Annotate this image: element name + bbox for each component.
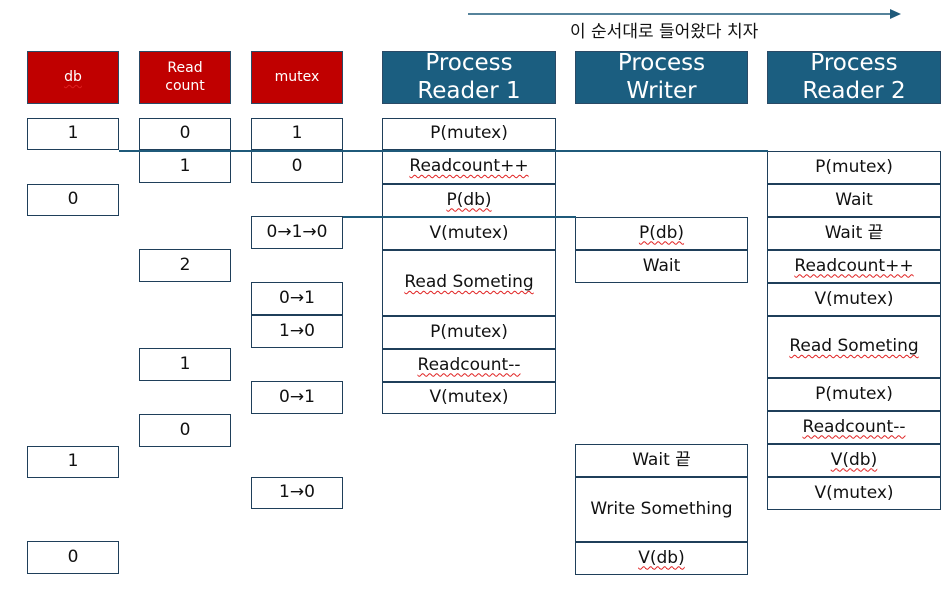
reader2-step: Readcount--	[767, 411, 941, 444]
writer-step: Wait 끝	[575, 444, 748, 477]
mutex-value: 0→1→0	[251, 216, 343, 249]
db-value: 0	[27, 541, 119, 574]
order-arrow	[468, 9, 901, 19]
writer-step: Write Something	[575, 477, 748, 542]
writer-step: V(db)	[575, 542, 748, 575]
reader2-step: Wait	[767, 184, 941, 217]
writer-step-label: V(db)	[638, 547, 685, 568]
reader1-step: V(mutex)	[382, 382, 556, 414]
mutex-value: 0→1	[251, 282, 343, 315]
reader2-step: V(db)	[767, 444, 941, 477]
reader2-step: Readcount++	[767, 250, 941, 283]
reader2-step-label: V(db)	[830, 449, 878, 470]
reader1-step: V(mutex)	[382, 217, 556, 250]
reader2-step: P(mutex)	[767, 151, 941, 184]
db-value: 1	[27, 446, 119, 478]
reader1-step: Read Someting	[382, 250, 556, 316]
header-reader1: Process Reader 1	[382, 50, 556, 104]
reader1-step: P(db)	[382, 184, 556, 217]
reader1-step: Readcount--	[382, 349, 556, 382]
header-readcount: Read count	[139, 51, 231, 104]
timeline-connector	[343, 216, 576, 218]
mutex-value: 1→0	[251, 315, 343, 348]
reader2-step-label: Read Someting	[789, 336, 919, 357]
readcount-value: 0	[139, 118, 231, 150]
reader2-step: Read Someting	[767, 316, 941, 378]
readcount-value: 2	[139, 249, 231, 282]
header-mutex: mutex	[251, 51, 343, 104]
writer-step: P(db)	[575, 217, 748, 250]
header-db: db	[27, 51, 119, 104]
order-note: 이 순서대로 들어왔다 치자	[570, 22, 759, 42]
reader1-step: P(mutex)	[382, 118, 556, 150]
reader2-step: V(mutex)	[767, 283, 941, 316]
readcount-value: 0	[139, 414, 231, 447]
writer-step-label: P(db)	[638, 222, 685, 243]
header-db-label: db	[64, 68, 82, 85]
reader1-step-label: Readcount--	[417, 354, 521, 375]
header-reader2: Process Reader 2	[767, 50, 941, 104]
reader2-step: V(mutex)	[767, 477, 941, 510]
reader1-step: Readcount++	[382, 150, 556, 184]
db-value: 1	[27, 118, 119, 150]
db-value: 0	[27, 184, 119, 216]
readcount-value: 1	[139, 150, 231, 183]
reader1-step-label: Read Someting	[404, 272, 534, 293]
reader2-step-label: Readcount--	[802, 416, 906, 437]
reader2-step-label: Readcount++	[794, 255, 914, 276]
reader1-step-label: Readcount++	[409, 156, 529, 177]
readcount-value: 1	[139, 348, 231, 381]
writer-step: Wait	[575, 250, 748, 283]
reader2-step: P(mutex)	[767, 378, 941, 411]
mutex-value: 1	[251, 118, 343, 150]
header-writer: Process Writer	[575, 50, 748, 104]
mutex-value: 1→0	[251, 477, 343, 509]
mutex-value: 0→1	[251, 381, 343, 414]
reader2-step: Wait 끝	[767, 217, 941, 250]
reader1-step-label: P(db)	[446, 189, 492, 210]
mutex-value: 0	[251, 150, 343, 183]
timeline-connector	[119, 150, 768, 152]
reader1-step: P(mutex)	[382, 316, 556, 349]
